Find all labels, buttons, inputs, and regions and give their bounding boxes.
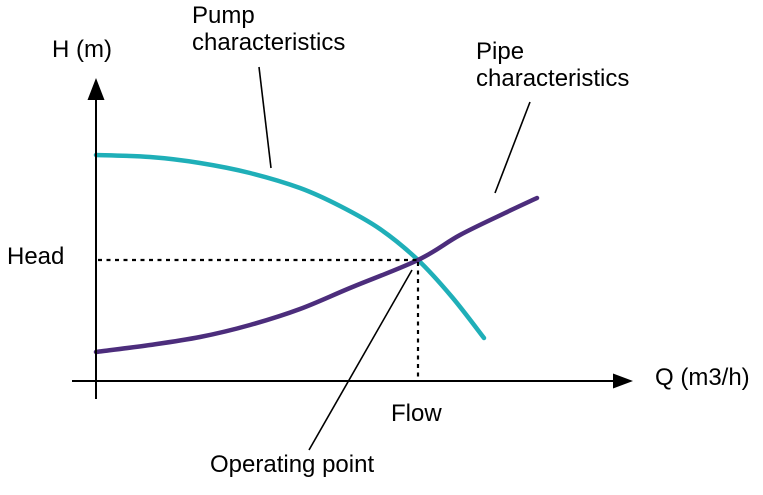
pump-label-leader-line (258, 66, 272, 169)
pipe-label-leader-line (494, 101, 531, 194)
x-axis-label: Q (m3/h) (655, 364, 750, 391)
y-axis-label: H (m) (52, 36, 112, 63)
operating-point-leader-line (308, 269, 413, 451)
pump-curve-label: Pump characteristics (192, 2, 346, 56)
y-axis-arrowhead-icon (87, 78, 105, 100)
head-guide-label: Head (7, 243, 65, 270)
pipe-characteristics-curve (93, 195, 540, 355)
flow-guide-label: Flow (391, 400, 442, 427)
pipe-curve-label: Pipe characteristics (476, 38, 630, 92)
x-axis-arrowhead-icon (613, 373, 633, 389)
operating-point-label: Operating point (210, 451, 375, 478)
pump-characteristics-curve (93, 152, 487, 341)
